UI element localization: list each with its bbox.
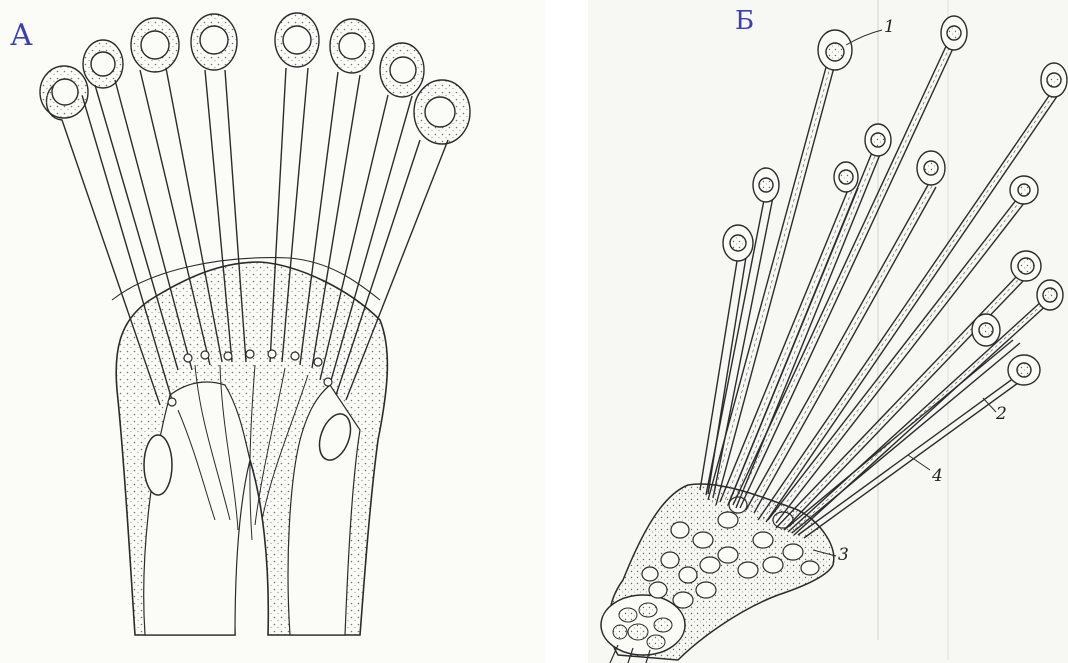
label-4: 4 xyxy=(932,466,943,486)
label-leaders xyxy=(813,30,996,556)
panel-a-drawing: А xyxy=(0,0,545,663)
sensory-fibers xyxy=(700,42,1060,538)
panel-b-illustration xyxy=(588,0,1068,663)
label-2: 2 xyxy=(996,404,1007,424)
label-1: 1 xyxy=(884,17,895,37)
panel-letter-a: А xyxy=(10,18,33,53)
panel-a-illustration xyxy=(0,0,545,663)
cell-heads xyxy=(723,16,1067,385)
panel-b-drawing: Б 1 2 3 4 xyxy=(588,0,1068,663)
nucleus-left xyxy=(144,435,172,495)
label-3: 3 xyxy=(838,545,849,565)
panel-letter-b: Б xyxy=(735,6,754,36)
